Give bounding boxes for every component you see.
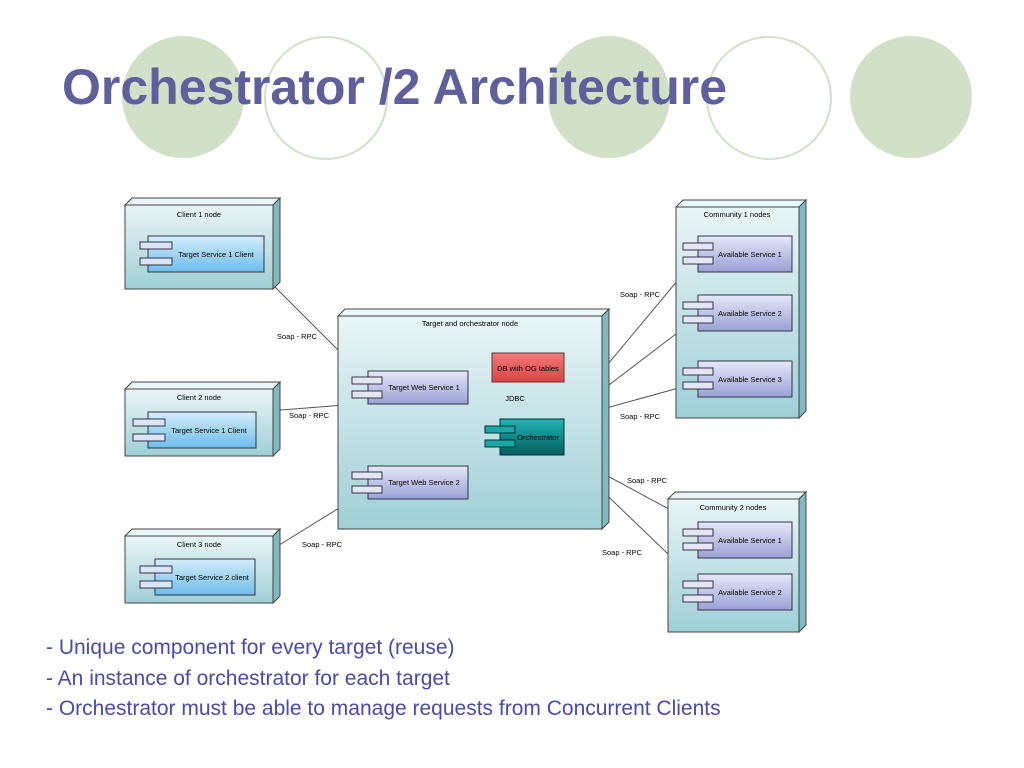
orchestrator-component: Orchestrator	[484, 418, 565, 456]
client-1-node: Client 1 node Target Service 1 Client	[123, 196, 282, 291]
connector-label: Soap - RPC	[620, 290, 661, 299]
available-service-3: Available Service 3	[682, 360, 793, 398]
component-label: Target Web Service 2	[388, 478, 460, 487]
client-component: Target Service 2 client	[139, 558, 256, 596]
node-label: Community 2 nodes	[700, 503, 767, 512]
connector-label: Soap - RPC	[627, 476, 668, 485]
db-component: DB with OG tables	[491, 352, 565, 383]
component-label: Target Service 1 Client	[178, 250, 254, 259]
client-2-node: Client 2 node Target Service 1 Client	[123, 380, 282, 458]
decor-circle	[850, 36, 972, 158]
client-component: Target Service 1 Client	[132, 411, 257, 449]
target-orchestrator-node: Target and orchestrator node Target Web …	[336, 307, 611, 531]
available-service-2: Available Service 2	[682, 294, 793, 332]
component-label: Target Service 2 client	[175, 573, 250, 582]
component-label: Available Service 2	[718, 588, 782, 597]
component-label: Target Web Service 1	[388, 383, 460, 392]
component-label: Available Service 1	[718, 536, 782, 545]
deployment-diagram: Client 1 node Target Service 1 Client Cl…	[123, 196, 808, 634]
target-web-service-1: Target Web Service 1	[351, 370, 469, 405]
decor-ring	[706, 36, 832, 160]
component-label: Available Service 2	[718, 309, 782, 318]
bullet-item: - Unique component for every target (reu…	[46, 636, 455, 659]
decor-ring	[264, 36, 388, 160]
connector-label: Soap - RPC	[277, 332, 318, 341]
client-3-node: Client 3 node Target Service 2 client	[123, 527, 282, 605]
community-2-node: Community 2 nodes Available Service 1 Av…	[666, 490, 808, 634]
bullet-list: - Unique component for every target (reu…	[46, 633, 721, 725]
c2-available-service-1: Available Service 1	[682, 521, 793, 559]
node-label: Community 1 nodes	[704, 210, 771, 219]
component-label: Available Service 1	[718, 250, 782, 259]
client-component: Target Service 1 Client	[139, 235, 265, 273]
node-label: Client 3 node	[177, 540, 221, 549]
slide-title: Orchestrator /2 Architecture	[62, 59, 728, 115]
db-label: DB with OG tables	[497, 364, 559, 373]
target-web-service-2: Target Web Service 2	[351, 465, 469, 500]
bullet-item: - Orchestrator must be able to manage re…	[46, 697, 721, 720]
decor-circle	[122, 36, 244, 158]
jdbc-label: JDBC	[505, 394, 525, 403]
connector-label: Soap - RPC	[602, 548, 643, 557]
available-service-1: Available Service 1	[682, 235, 793, 273]
connector-label: Soap - RPC	[302, 540, 343, 549]
connector-label: Soap - RPC	[620, 412, 661, 421]
node-label: Target and orchestrator node	[422, 319, 518, 328]
node-label: Client 2 node	[177, 393, 221, 402]
orchestrator-label: Orchestrator	[517, 433, 559, 442]
community-1-node: Community 1 nodes Available Service 1 Av…	[674, 198, 808, 420]
node-label: Client 1 node	[177, 210, 221, 219]
decor-circle	[548, 36, 670, 158]
component-label: Target Service 1 Client	[171, 426, 247, 435]
c2-available-service-2: Available Service 2	[682, 573, 793, 611]
component-label: Available Service 3	[718, 375, 782, 384]
connector-label: Soap - RPC	[289, 411, 330, 420]
bullet-item: - An instance of orchestrator for each t…	[46, 666, 450, 690]
